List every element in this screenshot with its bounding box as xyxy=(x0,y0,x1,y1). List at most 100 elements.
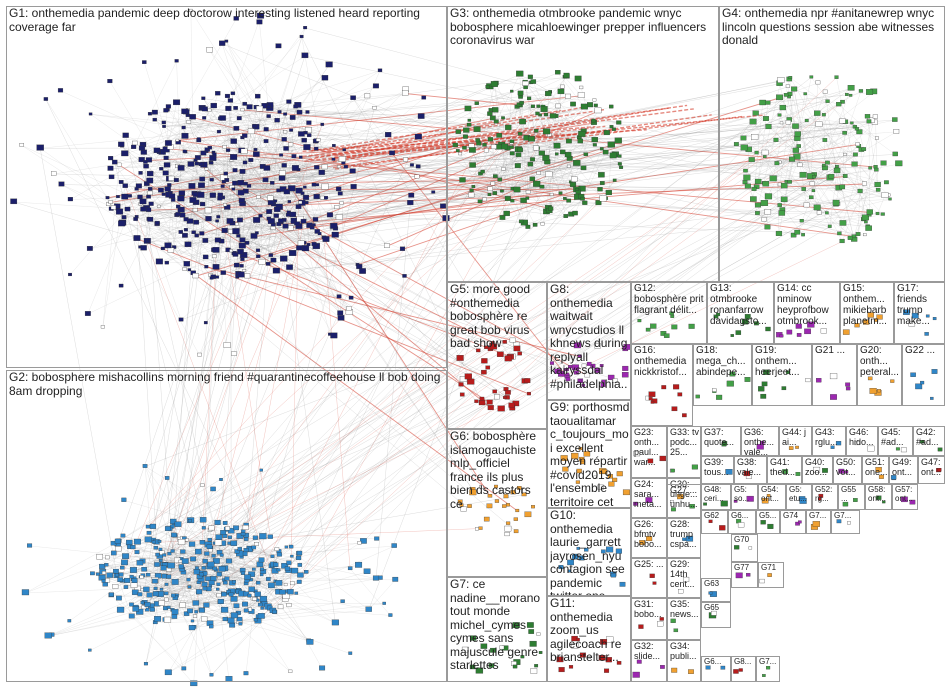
cross-edge xyxy=(238,212,768,614)
cross-edge xyxy=(136,216,157,543)
cluster-edge xyxy=(113,207,214,251)
group-g22: G22 ... xyxy=(902,344,945,406)
cluster-edge xyxy=(525,83,554,117)
group-g39: G39: tous... xyxy=(701,456,734,484)
cluster-edge xyxy=(763,183,807,206)
cluster-edge xyxy=(259,109,263,263)
group-g18: G18: mega_ch... abindepe... xyxy=(693,344,752,406)
group-g63: G63 xyxy=(701,578,731,602)
cluster-edge xyxy=(53,149,208,175)
cluster-edge xyxy=(824,140,864,150)
cluster-edge xyxy=(204,118,334,337)
cluster-edge xyxy=(222,569,288,592)
cluster-edge xyxy=(781,122,846,177)
cross-edge xyxy=(217,96,790,524)
group-label: G45: #ad... xyxy=(881,427,904,447)
cluster-edge xyxy=(784,126,796,187)
cross-edge xyxy=(281,165,473,179)
cluster-edge xyxy=(547,116,557,163)
group-g35: G35: news... xyxy=(667,598,701,640)
cluster-edge xyxy=(530,77,579,80)
cluster-edge xyxy=(261,560,323,669)
cluster-edge xyxy=(158,152,274,205)
cross-edge xyxy=(203,203,599,569)
cluster-edge xyxy=(168,592,223,608)
group-g16: G16: onthemedia nickkristof... xyxy=(631,344,693,426)
cluster-edge xyxy=(61,184,169,247)
node-g1 xyxy=(108,156,114,161)
cluster-edge xyxy=(150,219,238,278)
cross-edge xyxy=(137,389,507,543)
cross-edge xyxy=(205,153,542,258)
node-g1 xyxy=(288,250,297,256)
group-g25: G25: ... xyxy=(631,558,667,598)
group-label: G1: onthemedia pandemic deep doctorow in… xyxy=(9,7,424,34)
cross-edge xyxy=(164,243,302,566)
node-g1 xyxy=(337,165,341,169)
group-g74: G74 xyxy=(780,510,806,534)
cluster-edge xyxy=(225,523,288,570)
cluster-edge xyxy=(195,86,377,204)
cluster-edge xyxy=(209,50,260,110)
cluster-edge xyxy=(102,536,271,568)
cluster-edge xyxy=(546,131,569,167)
cluster-edge xyxy=(518,149,557,155)
node-g1 xyxy=(320,122,325,126)
cross-edge xyxy=(176,139,491,216)
group-label: G17: friends trump make... xyxy=(897,283,930,327)
group-g57: G57: ont... xyxy=(892,484,918,510)
cross-edge xyxy=(304,55,757,154)
group-label: G25: ... xyxy=(634,559,664,569)
cluster-edge xyxy=(183,539,202,611)
cross-edge xyxy=(157,124,323,577)
cross-edge xyxy=(174,114,286,536)
node-g1 xyxy=(176,204,181,209)
cross-edge xyxy=(176,146,505,597)
cluster-edge xyxy=(45,99,114,209)
node-g1 xyxy=(152,117,157,122)
node-g1 xyxy=(330,222,338,229)
node-g1 xyxy=(239,264,244,268)
node-g1 xyxy=(148,201,154,206)
cluster-edge xyxy=(168,520,191,571)
cross-edge xyxy=(150,103,477,221)
cross-edge xyxy=(339,192,579,219)
cluster-edge xyxy=(224,575,301,581)
cluster-edge xyxy=(184,136,202,186)
cluster-edge xyxy=(127,209,388,247)
node-g1 xyxy=(314,146,319,151)
cross-edge xyxy=(124,186,276,582)
cross-edge xyxy=(182,197,578,606)
cross-edge xyxy=(301,88,852,245)
group-label: G21 ... xyxy=(815,345,846,356)
group-label: G15: onthem... mikiebarb planetm... xyxy=(843,283,890,327)
cluster-edge xyxy=(125,556,178,562)
cluster-edge xyxy=(265,141,282,156)
cluster-edge xyxy=(121,146,209,220)
cluster-edge xyxy=(813,177,839,189)
node-g1 xyxy=(122,132,129,138)
cluster-edge xyxy=(758,181,837,205)
cluster-edge xyxy=(736,113,756,145)
cluster-edge xyxy=(288,101,319,141)
cross-edge xyxy=(335,126,769,230)
cluster-edge xyxy=(87,257,206,315)
cluster-edge xyxy=(180,187,326,321)
cluster-edge xyxy=(241,557,309,642)
group-g71: G71 xyxy=(758,562,784,588)
cluster-edge xyxy=(131,595,250,617)
cluster-edge xyxy=(839,163,884,235)
cluster-edge xyxy=(70,143,169,200)
group-g8: G8: onthemedia waitwait wnycstudios ll k… xyxy=(547,282,631,400)
node-g1 xyxy=(106,202,111,206)
group-g17: G17: friends trump make... xyxy=(894,282,945,344)
node-g1 xyxy=(286,264,293,270)
node-g1 xyxy=(298,200,303,204)
node-g1 xyxy=(304,127,312,133)
cluster-edge xyxy=(776,163,780,235)
cluster-edge xyxy=(110,137,419,169)
cluster-edge xyxy=(147,561,181,611)
cluster-edge xyxy=(159,189,339,263)
node-g1 xyxy=(121,215,127,220)
cluster-edge xyxy=(125,168,162,187)
